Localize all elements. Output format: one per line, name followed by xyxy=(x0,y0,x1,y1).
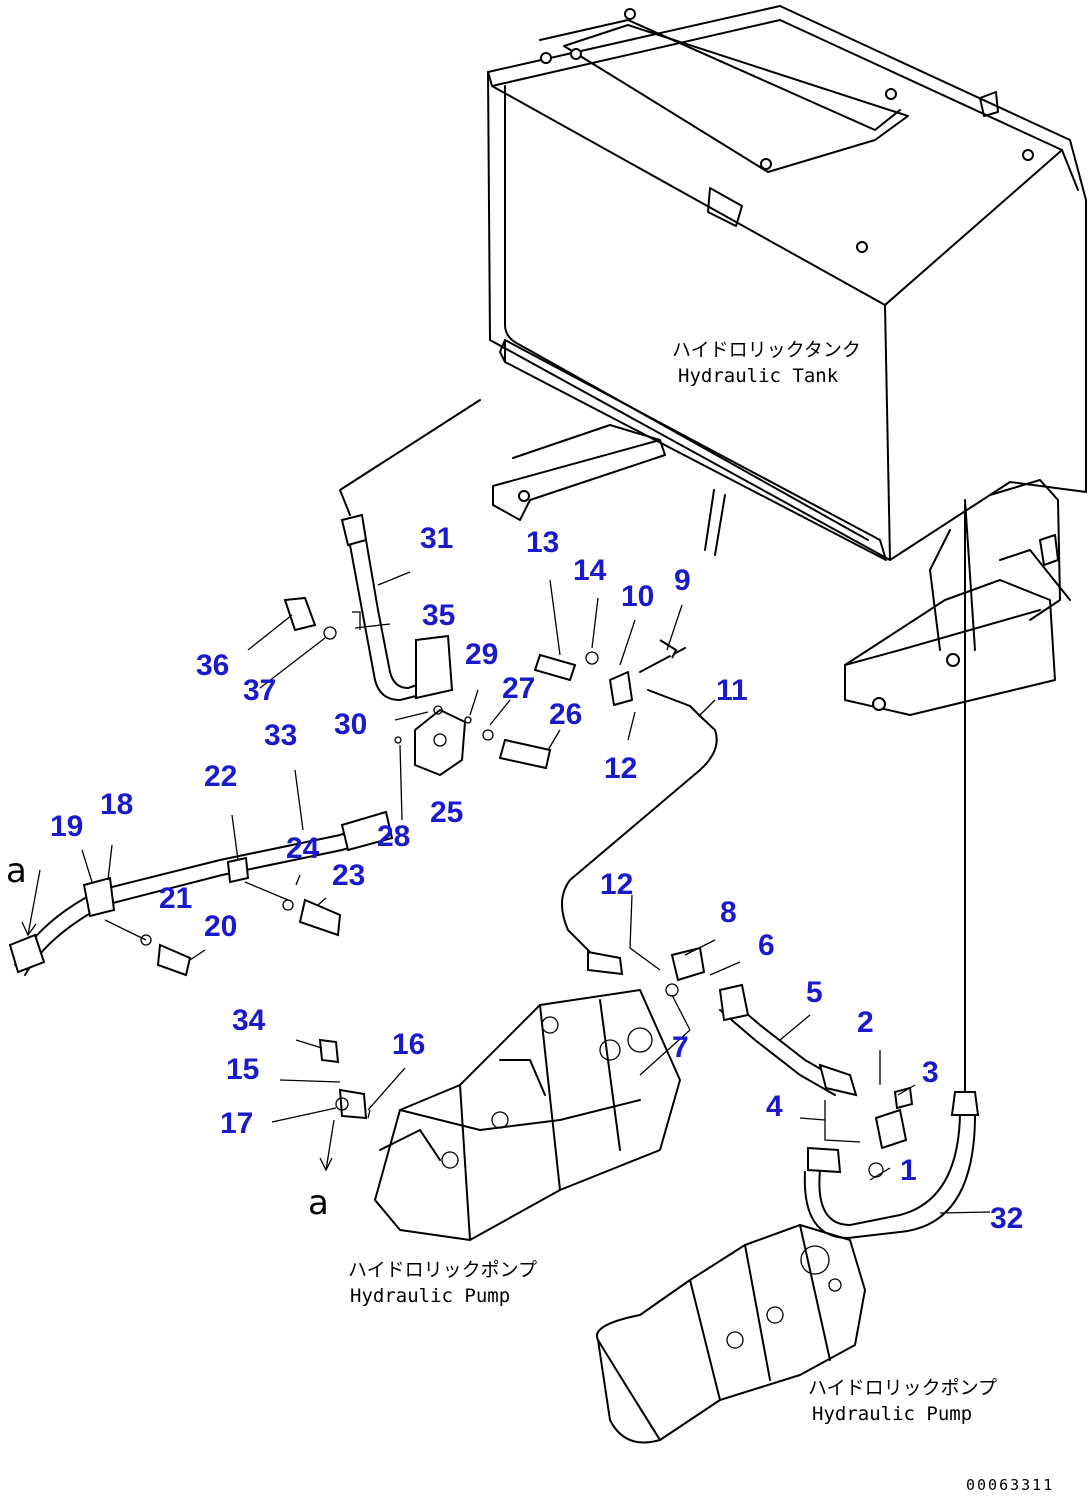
label-tank-jp: ハイドロリックタンク xyxy=(672,339,861,361)
callout-13: 13 xyxy=(526,526,559,559)
callout-26: 26 xyxy=(549,698,582,731)
block-25 xyxy=(414,708,467,777)
hydraulic-tank xyxy=(487,5,1087,561)
callout-16: 16 xyxy=(392,1028,425,1061)
callout-27: 27 xyxy=(502,672,535,705)
callout-1: 1 xyxy=(900,1154,917,1187)
callout-22: 22 xyxy=(204,760,237,793)
label-tank-en: Hydraulic Tank xyxy=(678,365,839,387)
callout-9: 9 xyxy=(674,564,691,597)
callout-17: 17 xyxy=(220,1107,253,1140)
callout-21: 21 xyxy=(159,882,192,915)
leader-lines xyxy=(21,571,991,1214)
callout-30: 30 xyxy=(334,708,367,741)
view-marker-a-top: a xyxy=(6,851,27,891)
callout-37: 37 xyxy=(243,674,276,707)
callout-2: 2 xyxy=(857,1006,874,1039)
fittings xyxy=(140,596,914,1178)
callout-10: 10 xyxy=(621,580,654,613)
callout-25: 25 xyxy=(430,796,463,829)
hydraulic-pump-2 xyxy=(595,1224,866,1444)
hose-33 xyxy=(8,810,394,976)
callout-14: 14 xyxy=(573,554,607,587)
callout-18: 18 xyxy=(100,788,133,821)
callout-5: 5 xyxy=(806,976,823,1009)
label-pump1-en: Hydraulic Pump xyxy=(350,1285,510,1307)
callout-24: 24 xyxy=(286,832,320,865)
hose-31 xyxy=(339,399,481,701)
callout-11: 11 xyxy=(716,674,748,707)
hose-5 xyxy=(718,983,858,1097)
callout-12-upper: 12 xyxy=(604,752,637,785)
callout-12-lower: 12 xyxy=(600,868,633,901)
callout-29: 29 xyxy=(465,638,498,671)
callout-33: 33 xyxy=(264,719,297,752)
callout-4: 4 xyxy=(766,1090,783,1123)
callout-6: 6 xyxy=(758,929,775,962)
callout-28: 28 xyxy=(377,820,410,853)
text-labels: ハイドロリックタンク Hydraulic Tank ハイドロリックポンプ Hyd… xyxy=(6,339,1054,1494)
callout-32: 32 xyxy=(990,1202,1023,1235)
callout-15: 15 xyxy=(226,1053,259,1086)
callout-23: 23 xyxy=(332,859,365,892)
callout-31: 31 xyxy=(420,522,453,555)
callout-7: 7 xyxy=(672,1031,689,1064)
document-id: 00063311 xyxy=(966,1476,1054,1494)
label-pump1-jp: ハイドロリックポンプ xyxy=(348,1259,537,1281)
view-marker-a-bottom: a xyxy=(308,1183,329,1223)
hose-11 xyxy=(561,647,718,976)
label-pump2-en: Hydraulic Pump xyxy=(812,1403,972,1425)
callout-34: 34 xyxy=(232,1004,266,1037)
callout-8: 8 xyxy=(720,896,737,929)
hydraulic-pump-1 xyxy=(374,989,681,1241)
callout-20: 20 xyxy=(204,910,237,943)
callout-35: 35 xyxy=(422,599,455,632)
callout-19: 19 xyxy=(50,810,83,843)
label-pump2-jp: ハイドロリックポンプ xyxy=(808,1377,997,1399)
callout-3: 3 xyxy=(922,1056,939,1089)
hose-32 xyxy=(803,504,980,1239)
callout-36: 36 xyxy=(196,649,229,682)
callouts: 1 2 3 4 5 6 7 8 9 10 11 12 12 13 14 15 1… xyxy=(50,522,1023,1235)
tank-support-frame xyxy=(492,339,1071,716)
